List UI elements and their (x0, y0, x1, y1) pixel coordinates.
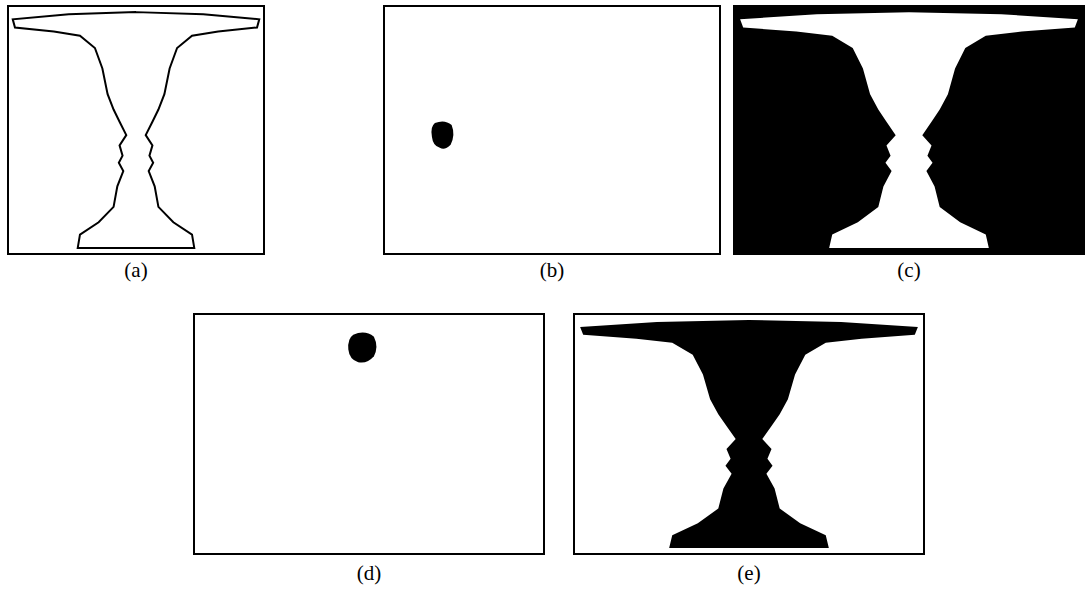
panel-label: (a) (124, 258, 147, 283)
panel-label: (b) (540, 258, 565, 283)
blob-figure (195, 315, 543, 553)
vase-black (575, 315, 923, 553)
panel-label: (e) (737, 561, 760, 586)
panel-label: (c) (897, 258, 920, 283)
filled-ground-panel (733, 5, 1085, 255)
blob-figure (385, 7, 719, 253)
panel-label: (d) (357, 561, 382, 586)
vase-outline (9, 7, 263, 253)
filled-vase-panel (573, 313, 925, 555)
outline-panel (7, 5, 265, 255)
blob-panel (383, 5, 721, 255)
blob-panel (193, 313, 545, 555)
vase-white (735, 7, 1083, 253)
